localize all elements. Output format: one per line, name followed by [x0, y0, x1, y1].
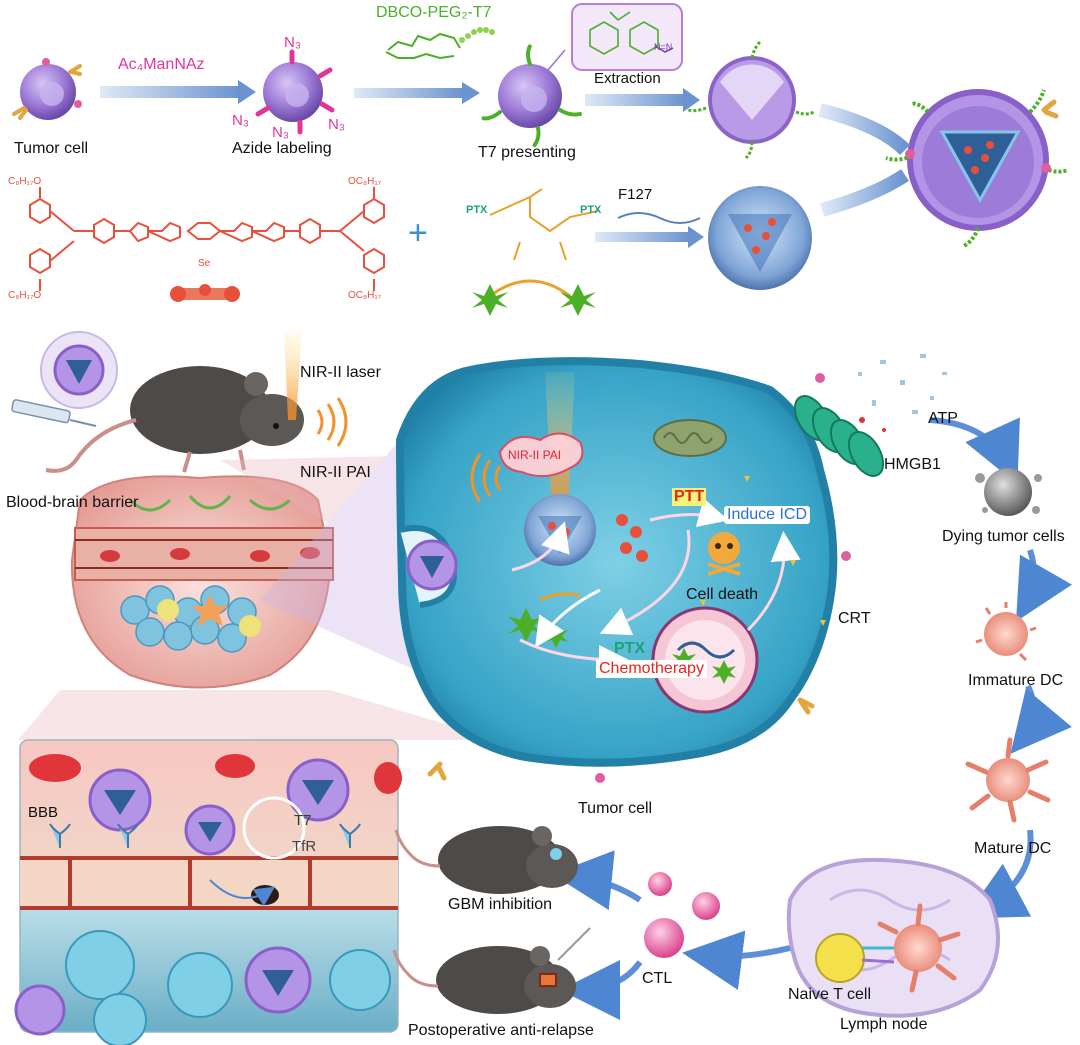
- label-tumor-cell-center: Tumor cell: [578, 800, 653, 817]
- label-mature: Mature DC: [974, 840, 1052, 857]
- laser-beam: [284, 330, 302, 420]
- arrow-to-postop: [560, 959, 643, 1020]
- label-bbb: BBB: [28, 804, 59, 821]
- micelle: [708, 186, 812, 290]
- chem-ptx-left: PTX: [466, 204, 488, 216]
- label-atp: ATP: [928, 410, 958, 427]
- arrow-ac4mannaz: [100, 80, 256, 104]
- dying-cell: [975, 468, 1042, 516]
- label-nir-pai: NIR-II PAI: [300, 464, 371, 481]
- label-ctl: CTL: [642, 970, 673, 987]
- merge-arrows: [818, 103, 910, 217]
- label-n3-top: N₃: [284, 34, 301, 51]
- azide-cell: [255, 49, 335, 135]
- click-structure-box: [571, 3, 683, 71]
- arrow-dbco: [354, 82, 480, 104]
- label-bbb-title: Blood-brain barrier: [6, 494, 139, 511]
- label-n3-bottom: N₃: [272, 124, 289, 141]
- label-tumor-cell: Tumor cell: [14, 140, 89, 157]
- label-n3-left: N₃: [232, 112, 249, 129]
- brain: [70, 475, 334, 689]
- lymph-node: [786, 857, 1000, 1018]
- label-t7-presenting: T7 presenting: [478, 144, 576, 161]
- label-ac4mannaz: Ac₄ManNAz: [118, 56, 205, 73]
- chem-n-eq-n: N=N: [654, 42, 673, 52]
- mature-dc: [965, 737, 1051, 823]
- label-ptt: PTT: [672, 488, 707, 506]
- pai-waves: [316, 397, 348, 447]
- label-naive: Naive T cell: [788, 986, 871, 1003]
- mouse-gbm: [394, 826, 578, 894]
- chem-se: Se: [198, 258, 211, 269]
- arrow-to-mature: [1010, 684, 1072, 754]
- immature-dc: [975, 602, 1037, 662]
- label-lymph: Lymph node: [840, 1016, 928, 1033]
- big-tumor-cell: [395, 357, 885, 783]
- chem-c8-top: C₈H₁₇O: [8, 176, 42, 187]
- label-dbco: DBCO-PEG₂-T7: [376, 4, 492, 21]
- ptx-icon: [472, 279, 596, 316]
- arrow-extraction: [585, 88, 700, 112]
- polymer-icon: [170, 284, 240, 302]
- label-immature: Immature DC: [968, 672, 1064, 689]
- chem-oc8-bottom: OC₈H₁₇: [348, 290, 382, 301]
- syringe: [11, 399, 97, 427]
- chem-oc8-top: OC₈H₁₇: [348, 176, 382, 187]
- label-induce-icd: Induce ICD: [724, 506, 811, 524]
- label-cell-nir-pai: NIR-II PAI: [508, 448, 562, 462]
- chem-ptx-right: PTX: [580, 204, 602, 216]
- label-t7: T7: [294, 812, 312, 829]
- label-n3-right: N₃: [328, 116, 345, 133]
- label-f127: F127: [618, 186, 653, 203]
- polymer-structure: [29, 187, 385, 291]
- label-nir-laser: NIR-II laser: [300, 364, 381, 381]
- ptx-structure: [489, 188, 599, 261]
- tumor-cell-1: [12, 58, 82, 120]
- membrane-vesicle: [687, 40, 815, 160]
- arrow-to-dying: [929, 417, 1020, 485]
- ctl-cells: [644, 872, 720, 958]
- label-hmgb1: HMGB1: [884, 456, 941, 473]
- zoom-cones: [18, 440, 500, 740]
- label-postop: Postoperative anti-relapse: [408, 1022, 594, 1039]
- label-cell-death: Cell death: [686, 586, 759, 603]
- arrow-to-gbm: [552, 850, 642, 911]
- mouse-postop: [392, 927, 591, 1014]
- debris: [858, 354, 947, 432]
- label-gbm: GBM inhibition: [448, 896, 553, 913]
- label-chemotherapy: Chemotherapy: [596, 660, 707, 678]
- bbb-inset: [14, 739, 402, 1045]
- nanoparticle-inset: [40, 331, 118, 409]
- t7-cell: [480, 44, 582, 148]
- label-extraction: Extraction: [594, 70, 661, 87]
- chem-c8-bottom: C₈H₁₇O: [8, 290, 42, 301]
- label-tfr: TfR: [292, 838, 317, 855]
- label-ptx: PTX: [614, 640, 646, 657]
- label-crt: CRT: [838, 610, 871, 627]
- arrow-f127: [595, 212, 704, 248]
- final-nanoparticle: [885, 89, 1069, 248]
- label-dying: Dying tumor cells: [942, 528, 1065, 545]
- plus-sign: +: [408, 214, 428, 252]
- dbco-structure: [385, 27, 495, 60]
- label-azide-labeling: Azide labeling: [232, 140, 332, 157]
- arrow-to-ctl: [682, 930, 791, 990]
- arrow-to-immature: [1016, 549, 1072, 622]
